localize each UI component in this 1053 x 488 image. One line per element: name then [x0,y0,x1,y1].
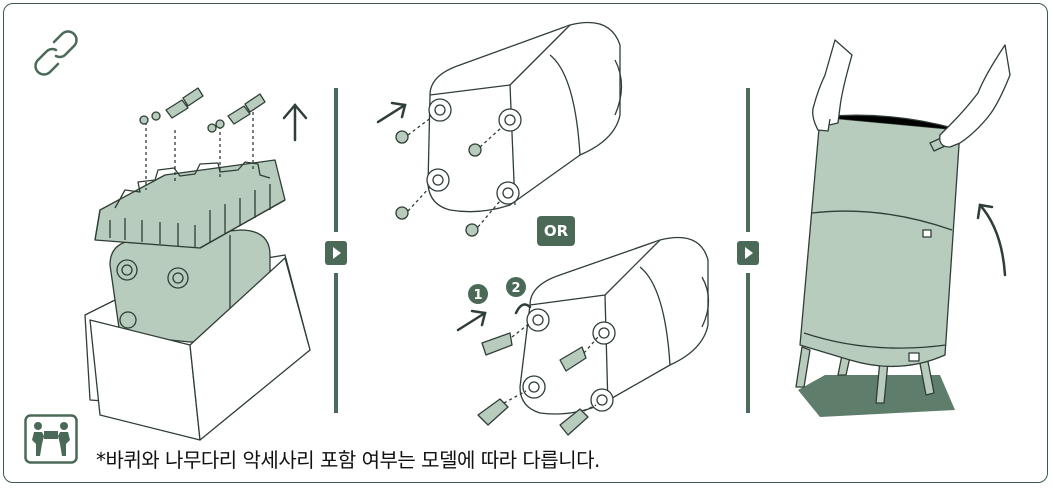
accessory-notice: *바퀴와 나무다리 악세사리 포함 여부는 모델에 따라 다릅니다. [96,448,600,472]
play-triangle-icon [737,241,759,265]
step-divider [746,88,750,232]
step-badge-1: 1 [468,284,488,304]
step-divider [746,273,750,413]
step-divider [334,273,338,413]
step-badge-2: 2 [506,277,526,297]
rotate-arrow-icon [976,203,1007,277]
svg-text:1: 1 [473,288,482,303]
unboxing-illustration [84,87,311,441]
or-badge: OR [537,216,575,246]
up-arrow-icon [282,103,308,142]
svg-text:2: 2 [511,281,520,296]
wheel-attach-illustration: 1 2 [376,21,710,436]
stand-upright-illustration [795,39,1011,417]
two-person-lift-icon [24,414,78,464]
step-divider [334,88,338,232]
play-triangle-icon [325,241,347,265]
link-icon [34,30,78,76]
